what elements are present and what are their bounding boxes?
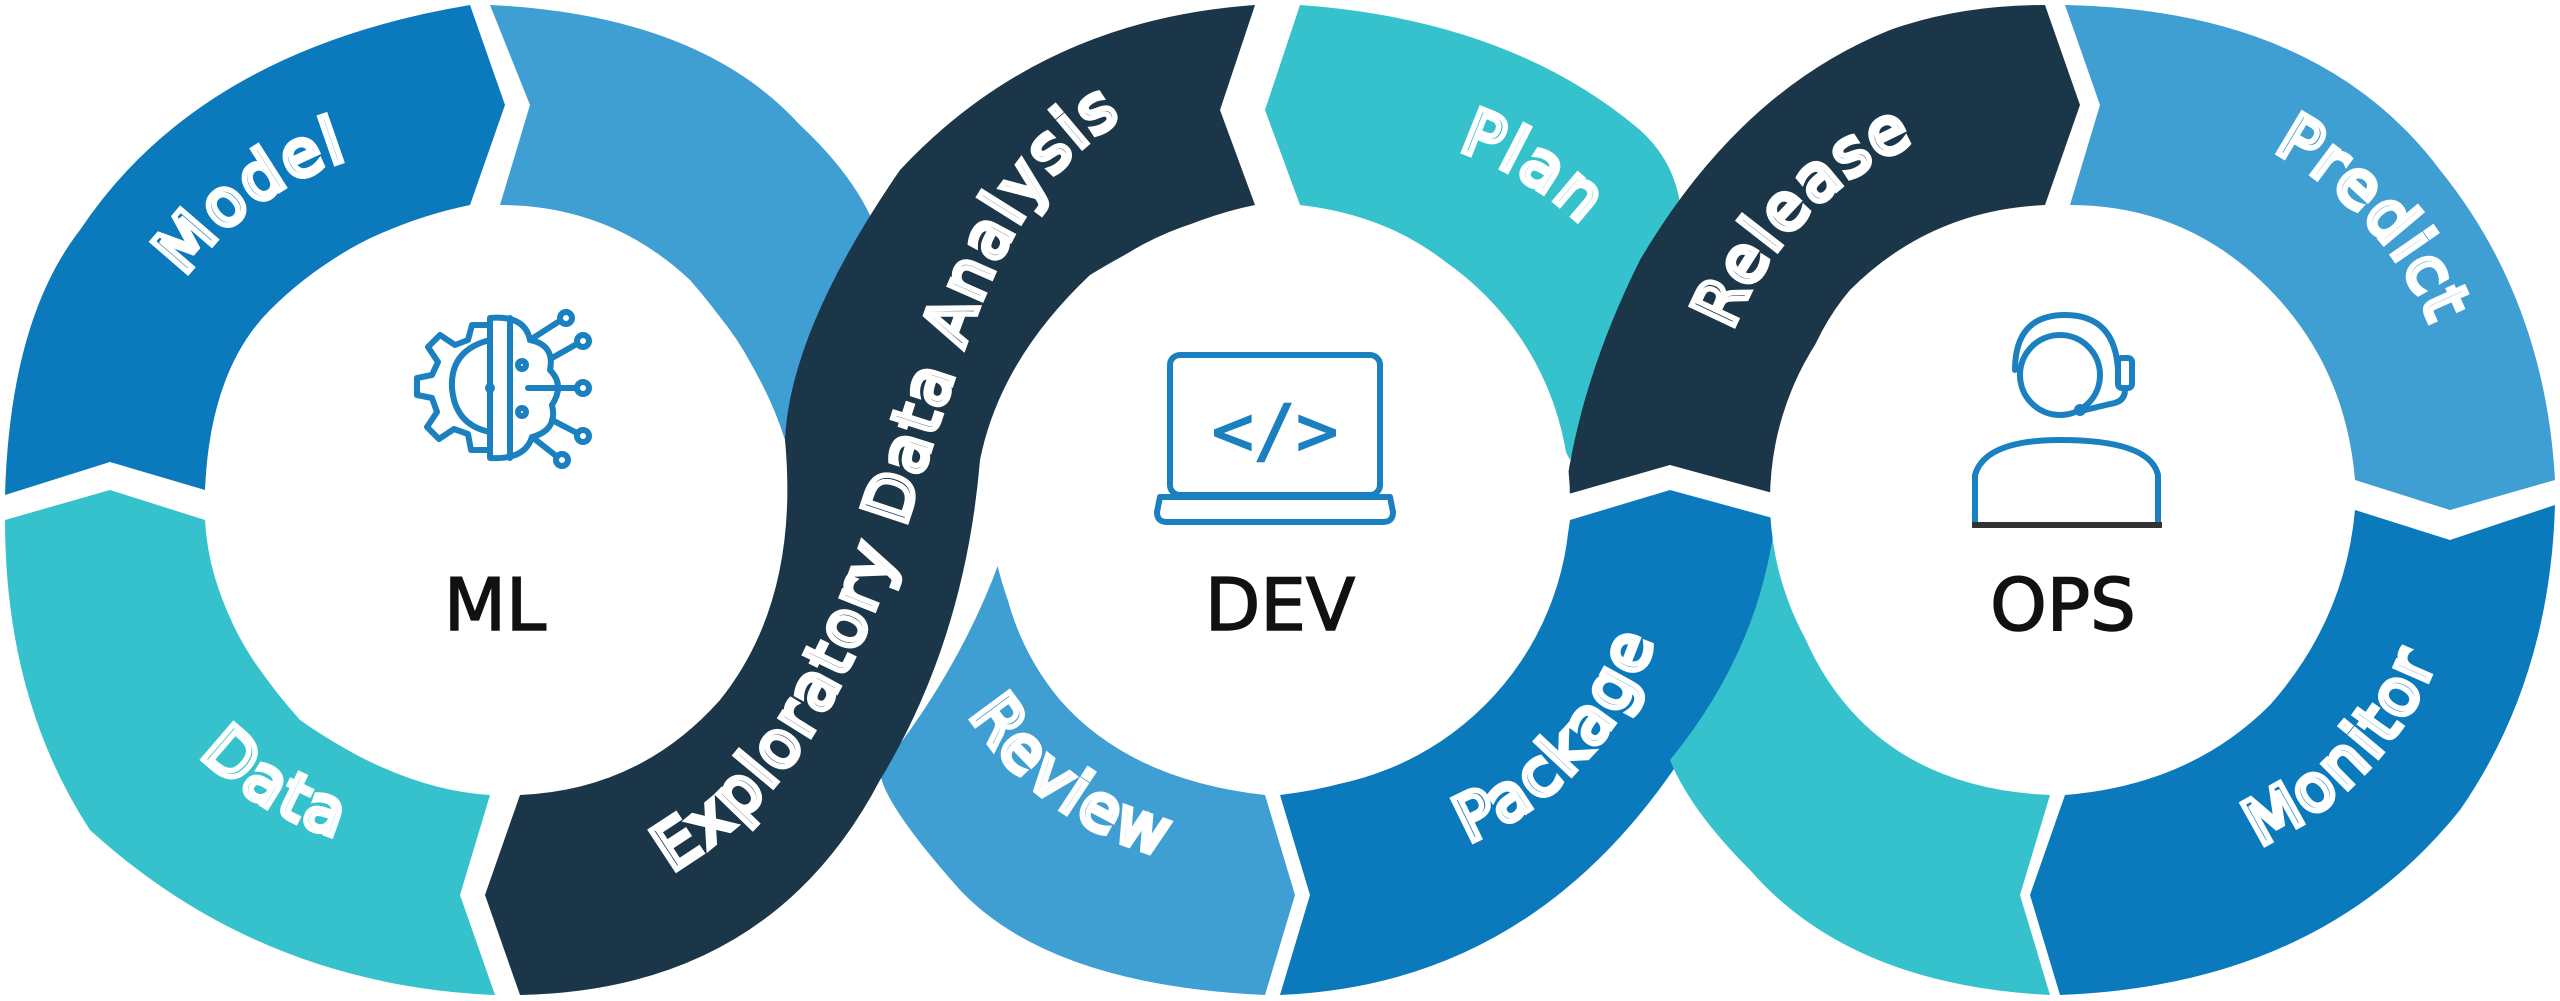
hub-label-ops: OPS: [1990, 563, 2136, 647]
hub-ml: [205, 210, 785, 790]
segment-ops-lower-left: [1670, 520, 2050, 995]
segment-model: [5, 5, 505, 495]
ops-cycle: [1670, 5, 2555, 995]
segment-release: [1565, 5, 2080, 495]
segment-package: [1280, 490, 1780, 995]
hub-ml-circle: [205, 210, 785, 790]
segment-ml-upper-right: [490, 5, 885, 440]
hub-label-dev: DEV: [1205, 563, 1355, 647]
segment-monitor: [2030, 505, 2555, 995]
segment-predict: [2065, 5, 2555, 510]
segment-review: [880, 560, 1295, 995]
support-agent-headset-icon: [1972, 312, 2162, 528]
code-glyph: </>: [1212, 390, 1338, 472]
hub-ops-circle: [1770, 210, 2350, 790]
laptop-code-icon: </>: [1154, 352, 1396, 525]
dev-cycle: [880, 5, 1780, 995]
segment-data: [5, 490, 495, 995]
segment-exploratory-data-analysis: [485, 5, 1255, 995]
hub-label-ml: ML: [444, 563, 546, 647]
segment-plan: [1265, 5, 1682, 460]
ai-brain-gear-icon: [414, 309, 592, 469]
ml-cycle: [5, 5, 885, 995]
hub-ops: [1770, 210, 2350, 790]
